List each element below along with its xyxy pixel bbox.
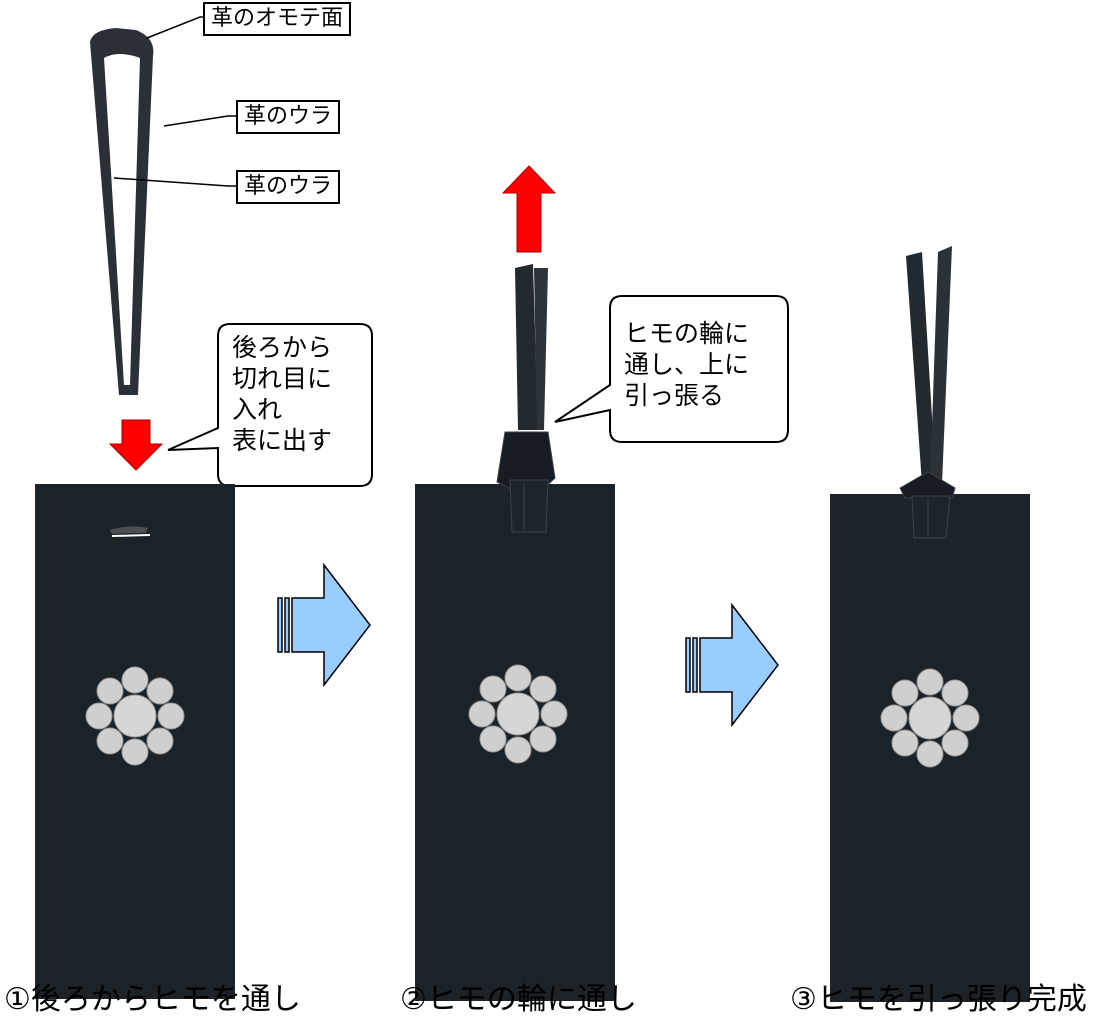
bookmark-card-step2 bbox=[415, 264, 615, 1001]
label-leather-front: 革のオモテ面 bbox=[203, 2, 352, 36]
label-leather-back: 革のウラ bbox=[236, 100, 341, 134]
caption-step2: ②ヒモの輪に通し bbox=[400, 982, 637, 1017]
label-leather-back: 革のウラ bbox=[236, 170, 341, 204]
bookmark-card-step3 bbox=[830, 246, 1030, 1002]
callout-bubble-step2 bbox=[554, 295, 789, 443]
caption-step3: ③ヒモを引っ張り完成 bbox=[790, 982, 1087, 1017]
strap-loop bbox=[90, 28, 154, 395]
bookmark-card-step1 bbox=[35, 484, 235, 999]
blue-right-arrow-icon bbox=[685, 604, 779, 726]
red-up-arrow-icon bbox=[501, 165, 557, 253]
caption-step1: ①後ろからヒモを通し bbox=[4, 982, 301, 1017]
callout-text-step2: ヒモの輪に 通し、上に 引っ張る bbox=[624, 319, 750, 410]
red-down-arrow-icon bbox=[108, 419, 164, 471]
blue-right-arrow-icon bbox=[277, 564, 371, 686]
callout-text-step1: 後ろから 切れ目に 入れ 表に出す bbox=[232, 333, 333, 455]
leader-lines bbox=[113, 16, 236, 187]
